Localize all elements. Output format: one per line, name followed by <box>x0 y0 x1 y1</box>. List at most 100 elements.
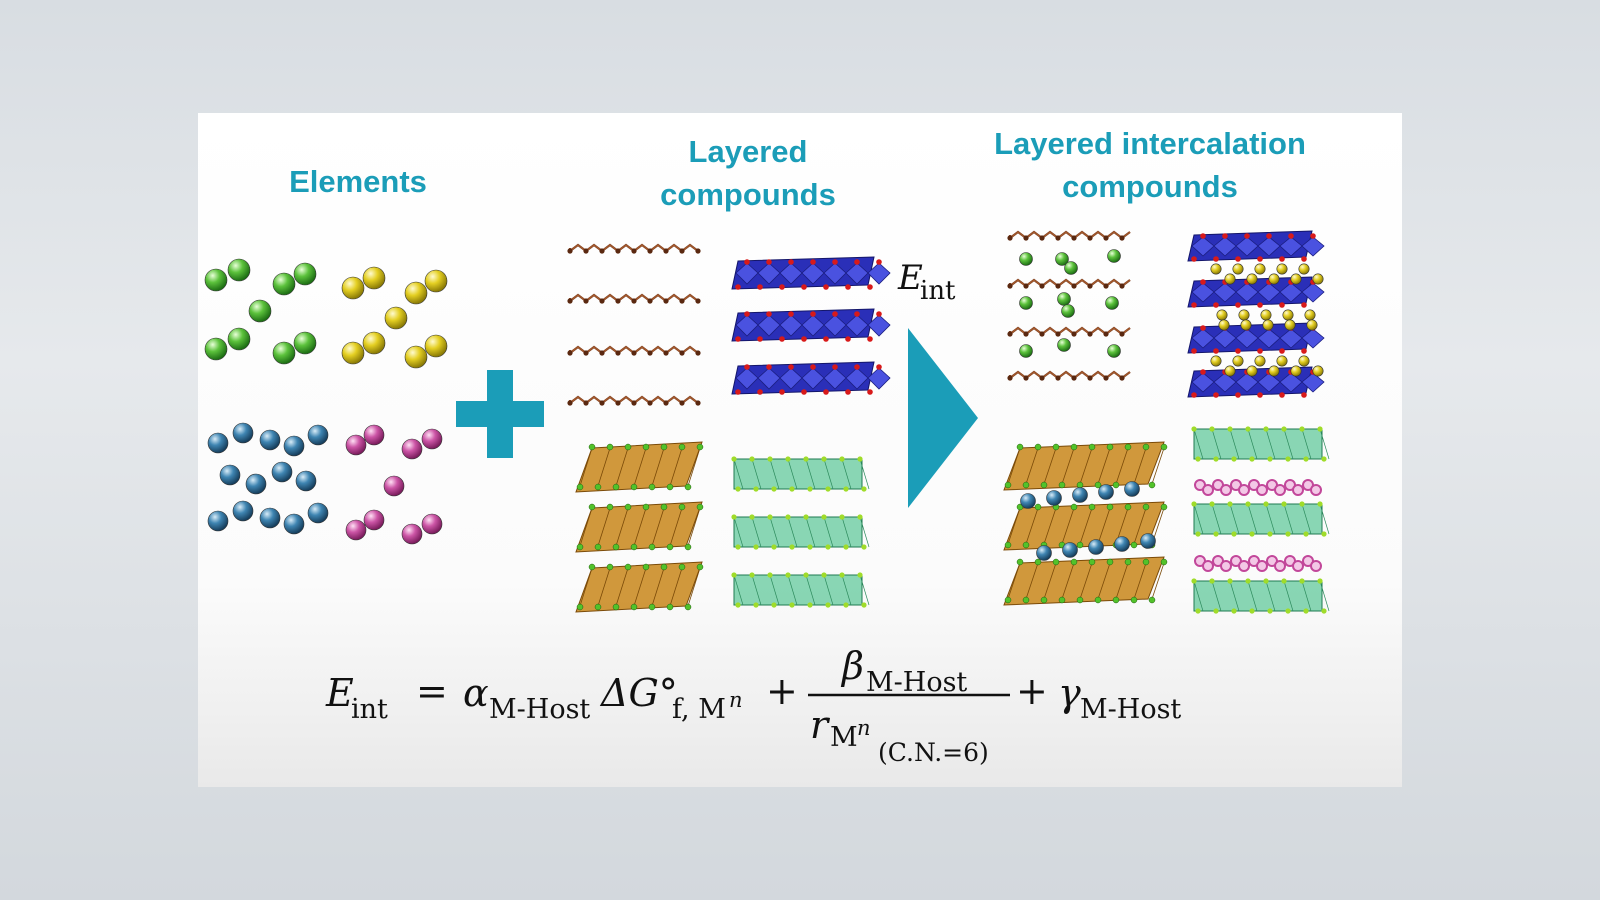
carbon-atom <box>631 298 637 304</box>
sulfur-atom <box>642 563 650 571</box>
intercalant-yellow-atom <box>1260 309 1272 321</box>
carbon-atom <box>1119 331 1125 337</box>
intercalant-pink-atom <box>1238 560 1250 572</box>
halide-atom <box>1213 456 1219 462</box>
oxygen-atom <box>1301 392 1307 398</box>
octahedron-edge <box>1193 503 1204 535</box>
oxygen-atom <box>854 259 860 265</box>
sulfur-atom <box>1052 558 1060 566</box>
sulfur-atom <box>1004 596 1012 604</box>
oxygen-atom <box>1257 256 1263 262</box>
oxygen-atom <box>845 389 851 395</box>
blue-atom <box>283 513 305 535</box>
prism-edge <box>1007 507 1021 545</box>
slab-body <box>733 516 863 548</box>
blue-atom <box>245 473 267 495</box>
pink-atom <box>421 513 443 535</box>
orange-prism-slab <box>575 441 704 493</box>
halide-atom <box>731 572 737 578</box>
oxygen-atom <box>1200 325 1206 331</box>
sulfur-atom <box>1004 481 1012 489</box>
sulfur-atom <box>1160 558 1168 566</box>
sulfur-atom <box>1016 443 1024 451</box>
prism-edge <box>1043 507 1057 545</box>
octahedron-edge <box>751 458 762 490</box>
carbon-atom <box>1023 283 1029 289</box>
green-atom <box>248 299 272 323</box>
oxygen-atom <box>1235 256 1241 262</box>
halide-atom <box>749 514 755 520</box>
octahedron-edge <box>805 516 816 548</box>
prism-edge <box>1007 447 1021 485</box>
oxygen-atom <box>867 336 873 342</box>
sulfur-atom <box>1142 503 1150 511</box>
sulfur-atom <box>1142 558 1150 566</box>
carbon-atom <box>615 248 621 254</box>
eq-lhs-symbol: E <box>325 671 354 715</box>
prism-edge <box>1133 507 1147 545</box>
diagram-panel: Elements Layered compounds Layered inter… <box>198 113 1402 787</box>
prism-edge <box>579 447 593 487</box>
octahedron-edge <box>1211 580 1222 612</box>
sulfur-atom <box>630 483 638 491</box>
halide-atom <box>1267 608 1273 614</box>
prism-edge <box>1079 562 1093 600</box>
intercalant-yellow-atom <box>1254 263 1266 275</box>
sulfur-atom <box>1088 503 1096 511</box>
pink-atom <box>421 428 443 450</box>
graphene-sheet <box>1007 230 1131 241</box>
slab-body <box>1193 580 1323 612</box>
carbon-atom <box>615 298 621 304</box>
sulfur-atom <box>1088 558 1096 566</box>
pink-atom <box>383 475 405 497</box>
octahedron-edge <box>1265 580 1276 612</box>
octahedron-edge <box>733 458 744 490</box>
eq-r-sup: n <box>857 716 871 740</box>
sulfur-atom <box>588 563 596 571</box>
octahedron-edge <box>1265 428 1276 460</box>
carbon-atom <box>695 298 701 304</box>
orange-prism-slab <box>575 501 704 553</box>
carbon-atom <box>647 298 653 304</box>
eq-alpha: α <box>463 671 489 715</box>
eq-alpha-sub: M-Host <box>489 694 590 725</box>
oxygen-atom <box>823 389 829 395</box>
halide-atom <box>1209 578 1215 584</box>
oxygen-atom <box>801 389 807 395</box>
layered-compounds-structures <box>567 243 891 613</box>
prism-edge <box>651 447 665 487</box>
carbon-atom <box>1055 283 1061 289</box>
sulfur-atom <box>1076 541 1084 549</box>
heading-intercalation-compounds: Layered intercalation compounds <box>950 123 1350 209</box>
eq-delta-g: ΔG° <box>599 671 678 715</box>
octahedron-edge <box>823 458 834 490</box>
halide-atom <box>1267 531 1273 537</box>
sulfur-atom <box>684 483 692 491</box>
halide-atom <box>735 602 741 608</box>
heading-layered-line1: Layered <box>688 134 808 169</box>
intercalant-yellow-atom <box>1312 273 1324 285</box>
prism-edge <box>687 507 701 547</box>
oxygen-atom <box>845 284 851 290</box>
oxygen-atom <box>735 389 741 395</box>
halide-atom <box>785 514 791 520</box>
carbon-atom <box>1103 375 1109 381</box>
oxygen-atom <box>788 311 794 317</box>
oxygen-atom <box>1288 233 1294 239</box>
slab-body <box>1193 428 1323 460</box>
octahedron-edge <box>823 516 834 548</box>
sulfur-atom <box>1040 596 1048 604</box>
carbon-atom <box>567 400 573 406</box>
sulfur-atom <box>606 503 614 511</box>
intercalant-pink-atom <box>1292 484 1304 496</box>
oxygen-atom <box>1191 348 1197 354</box>
blue-atom <box>307 424 329 446</box>
octahedron-edge <box>823 574 834 606</box>
halide-atom <box>1227 426 1233 432</box>
prism-edge <box>615 507 629 547</box>
carbon-atom <box>695 248 701 254</box>
prism-edge <box>597 507 611 547</box>
octahedron <box>867 367 891 390</box>
slab-body <box>733 574 863 606</box>
pink-atom <box>363 509 385 531</box>
